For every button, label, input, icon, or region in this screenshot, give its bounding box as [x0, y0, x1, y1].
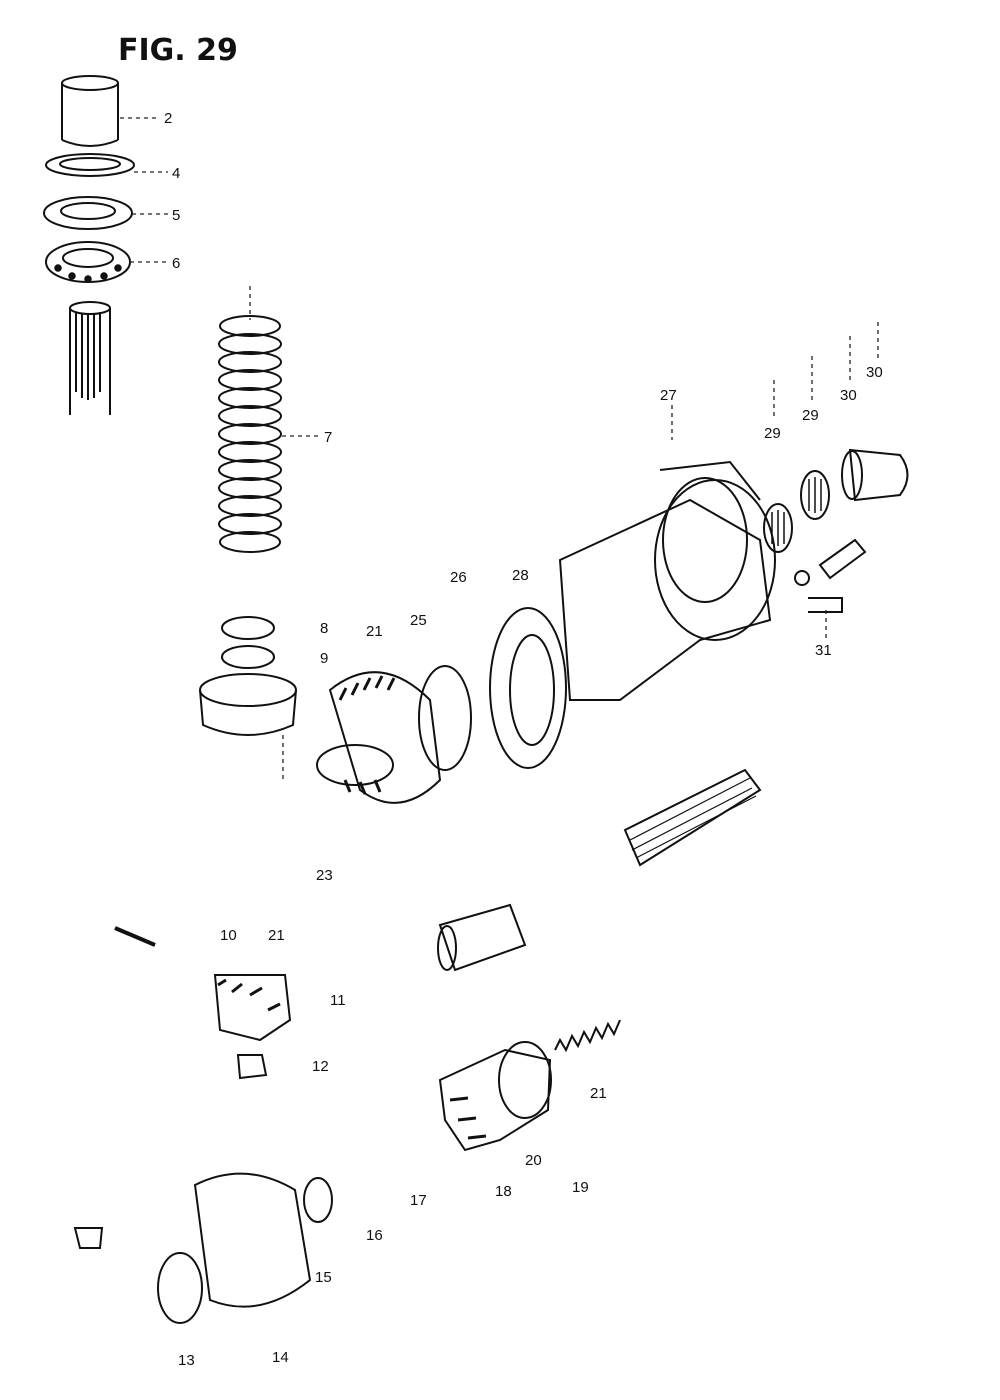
callout-29-left: 29	[764, 425, 781, 442]
part-bearing	[489, 607, 567, 769]
callout-17: 17	[410, 1192, 427, 1209]
callout-labels: 2 4 5 6 7 8 9 10 11 12 13 14 15 16 17 18…	[164, 110, 883, 1369]
part-small-fitting	[73, 1227, 104, 1249]
part-clutch-dog	[438, 1041, 552, 1152]
callout-28: 28	[512, 567, 529, 584]
part-sleeve	[437, 903, 527, 972]
callout-31: 31	[815, 642, 832, 659]
part-pinion-gear	[213, 974, 292, 1042]
callout-5: 5	[172, 207, 180, 224]
part-ring	[418, 665, 472, 771]
part-shift-spring	[554, 1019, 621, 1053]
callout-6: 6	[172, 255, 180, 272]
callout-18: 18	[495, 1183, 512, 1200]
callout-21-lower: 21	[590, 1085, 607, 1102]
part-bevel-gear	[316, 671, 442, 804]
callout-21-upper: 21	[268, 927, 285, 944]
callout-13: 13	[178, 1352, 195, 1369]
part-cup	[199, 673, 297, 736]
callout-29-right: 29	[802, 407, 819, 424]
callout-8: 8	[320, 620, 328, 637]
part-spring	[218, 315, 282, 553]
callout-26: 26	[450, 569, 467, 586]
callout-27: 27	[660, 387, 677, 404]
part-bushing	[61, 75, 119, 147]
part-nut	[236, 1054, 268, 1080]
callout-30-right: 30	[866, 364, 883, 381]
callout-15: 15	[315, 1269, 332, 1286]
callout-23: 23	[316, 867, 333, 884]
part-bearing-race	[43, 196, 133, 230]
callout-21-gear: 21	[366, 623, 383, 640]
callout-11: 11	[330, 992, 346, 1009]
part-bolt	[794, 538, 867, 613]
part-forward-gear	[157, 1172, 312, 1324]
callout-7: 7	[324, 429, 332, 446]
callout-20: 20	[525, 1152, 542, 1169]
part-retaining-rings	[221, 616, 275, 669]
callout-14: 14	[272, 1349, 289, 1366]
figure-title: FIG. 29	[118, 33, 238, 68]
part-washer	[45, 153, 135, 177]
part-splined-shaft	[69, 301, 111, 415]
part-bearing-cage	[45, 241, 131, 283]
callout-30-left: 30	[840, 387, 857, 404]
part-shaft-end	[841, 448, 909, 502]
callout-2: 2	[164, 110, 172, 127]
callout-9: 9	[320, 650, 328, 667]
leader-lines	[120, 117, 879, 780]
callout-16: 16	[366, 1227, 383, 1244]
callout-19: 19	[572, 1179, 589, 1196]
part-pin	[114, 926, 156, 947]
part-propeller-shaft	[623, 768, 762, 867]
callout-4: 4	[172, 165, 180, 182]
callout-10: 10	[220, 927, 237, 944]
callout-12: 12	[312, 1058, 329, 1075]
part-needle-bearings	[763, 470, 830, 553]
part-gear-housing	[558, 460, 776, 701]
part-snap-ring	[303, 1177, 333, 1223]
callout-25: 25	[410, 612, 427, 629]
